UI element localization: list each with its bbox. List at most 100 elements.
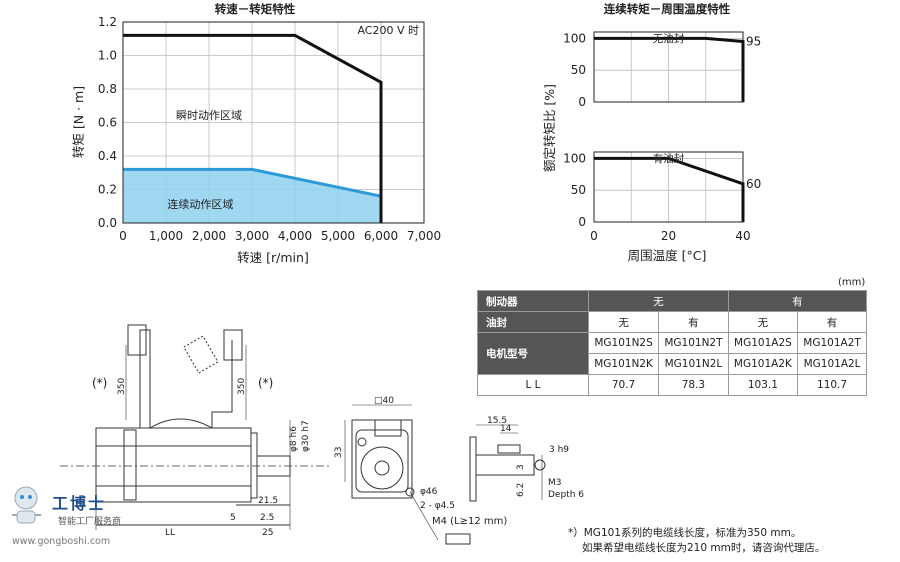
motor-front-view [344,404,471,545]
dim-m4: M4 (L≥12 mm) [432,516,507,527]
dim-3h9: 3 h9 [549,445,569,455]
seal-cell: 有 [658,311,729,333]
tap-hole [534,459,546,471]
cable-bend [149,418,213,429]
continuous-region-fill [123,169,381,223]
model-cell: MG101N2S [587,332,660,354]
logo-site: www.gongboshi.com [12,536,111,547]
row-header-brake: 制动器 [477,290,589,312]
dim-14: 14 [500,424,512,434]
chart2-panel-label: 有油封 [653,152,685,165]
logo-slogan: 智能工厂服务商 [58,517,122,527]
brake-none: 无 [588,290,729,312]
shaft-detail [469,424,546,502]
chart1-x-tick: 0 [119,229,127,243]
ll-cell: 78.3 [658,374,729,396]
bolt-hole [405,487,415,497]
chart2-x-tick: 40 [735,229,750,243]
chart1-x-tick: 1,000 [149,229,183,243]
connector-right [223,329,243,361]
chart1-x-tick: 3,000 [235,229,269,243]
shaft-detail-labels: 15.5 14 3 h9 3 6.2 M3 Depth 6 [487,416,584,500]
chart2-y-tick: 100 [563,151,586,165]
front-shaft [374,460,390,476]
row-header-model: 电机型号 [477,332,589,375]
connector-alt [183,335,219,374]
chart2-y-tick: 50 [571,63,586,77]
seal-cell: 有 [797,311,867,333]
chart1-y-tick: 0.6 [98,116,117,130]
chart1-annotation: AC200 V 时 [357,24,419,37]
chart2-end-label: 95 [746,35,761,49]
dim-5: 5 [230,513,236,523]
model-cell: MG101N2T [658,332,729,354]
ll-cell: 103.1 [727,374,799,396]
chart1-y-ticks: 0.00.20.40.60.81.01.2 [98,15,117,230]
chart2-x-label: 周围温度 [°C] [628,248,707,263]
chart1-frame [122,21,425,224]
dim-350-left: 350 [117,378,127,395]
chart2-panel-label: 无油封 [653,32,685,45]
chart1-x-tick: 6,000 [364,229,398,243]
model-cell: MG101A2K [727,353,799,375]
chart2-y-tick: 50 [571,183,586,197]
cable-left [139,329,151,428]
connector-left [127,324,147,356]
flange [250,432,258,499]
bolt-hole [357,437,367,447]
chart1-y-tick: 0.8 [98,82,117,96]
shaft-body [475,454,535,476]
chart1-y-tick: 0.2 [98,183,117,197]
dim-spigot: φ30 h7 [301,420,311,452]
footnote-line-1: *）MG101系列的电缆线长度，标准为350 mm。 [568,527,802,539]
model-cell: MG101A2T [797,332,867,354]
dim-shaft: φ8 h6 [289,426,299,452]
dim-15-5: 15.5 [487,416,507,426]
dim-hole: 2 - φ4.5 [420,501,455,511]
chart1-y-tick: 0.4 [98,149,117,163]
star-right: (*) [258,376,273,390]
chart2-y-tick: 0 [578,95,586,109]
chart1-x-tick: 7,000 [407,229,441,243]
chart2-end-label: 60 [746,177,761,191]
seal-cell: 无 [587,311,660,333]
robot-icon [12,486,41,524]
ll-cell: 70.7 [587,374,660,396]
m4-leader [409,491,439,541]
logo-brand: 工博士 [52,494,107,513]
dim-25: 25 [262,528,273,538]
table-unit: (mm) [838,277,866,288]
star-left: (*) [92,376,107,390]
row-header-seal: 油封 [477,311,589,333]
chart1-y-tick: 0.0 [98,216,117,230]
peak-region-line [123,33,383,223]
dim-2-5: 2.5 [260,513,274,523]
front-connector [374,419,402,437]
dim-3: 3 [516,464,526,470]
model-cell: MG101A2S [727,332,799,354]
cable-right [211,340,233,428]
chart2-x-tick: 0 [590,229,598,243]
dim-350-right: 350 [237,378,247,395]
chart2-title: 连续转矩－周围温度特性 [604,2,731,16]
model-cell: MG101N2K [587,353,660,375]
peak-region-label: 瞬时动作区域 [176,109,242,122]
chart1-x-tick: 2,000 [192,229,226,243]
dim-46: φ46 [420,487,438,497]
row-header-ll: L L [477,374,589,396]
side-view-labels: (*) (*) 350 350 φ8 h6 φ30 h7 21.5 5 2.5 … [92,376,311,538]
chart2-series-line [594,36,745,102]
dim-ll: LL [165,528,175,538]
shaft-flange [469,436,477,502]
chart1-y-tick: 1.0 [98,49,117,63]
chart1-x-tick: 4,000 [278,229,312,243]
motor-side-view [60,324,330,530]
key [497,444,521,454]
dim-40: □40 [374,396,394,406]
